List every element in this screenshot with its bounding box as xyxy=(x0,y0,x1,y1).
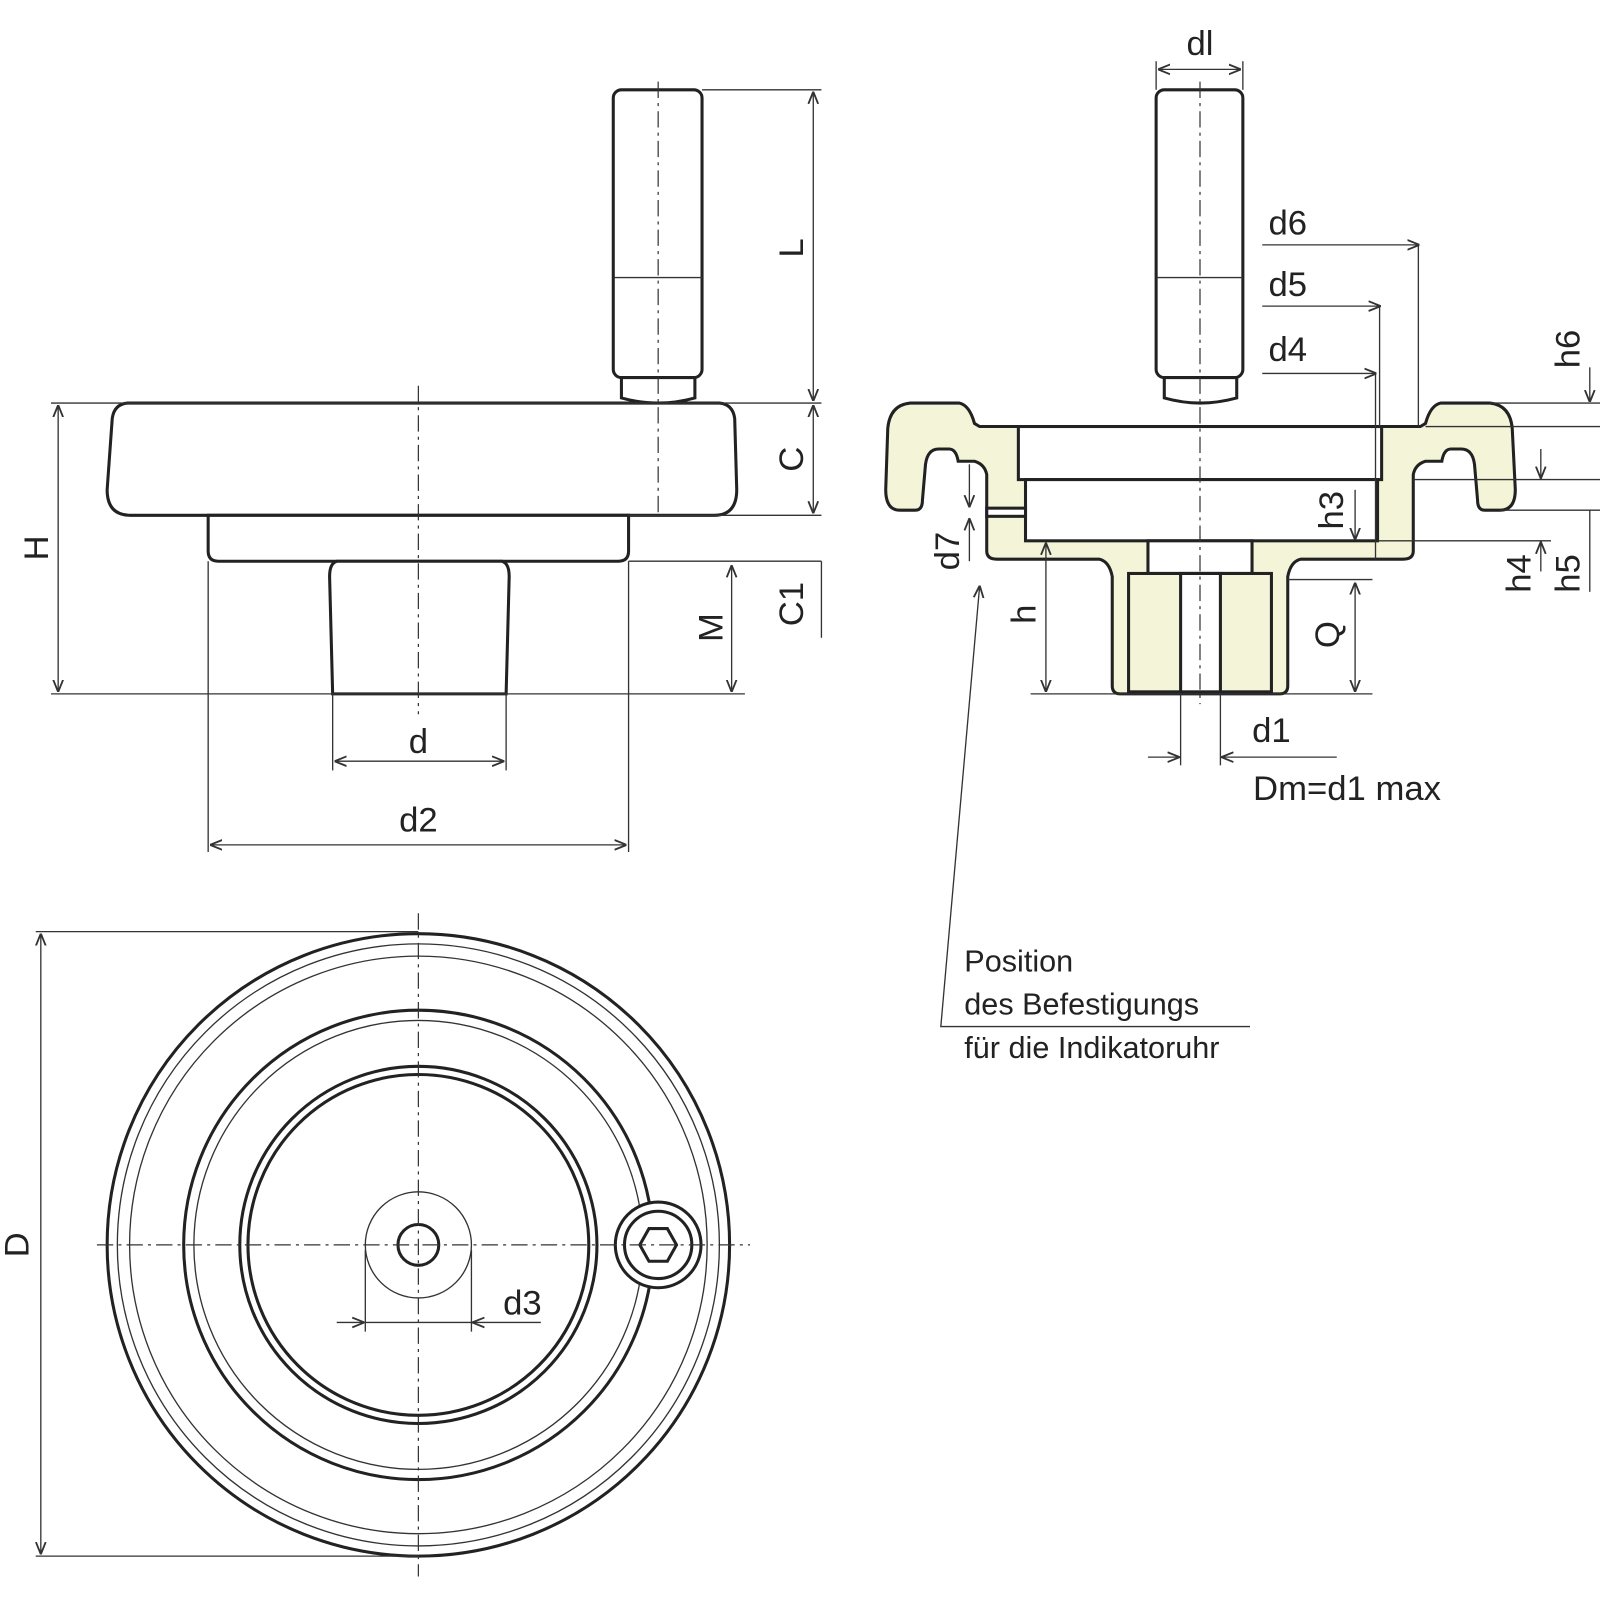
note-line-2: des Befestigungs xyxy=(964,987,1199,1021)
side-view: L C C1 M H d d2 xyxy=(18,81,823,853)
dim-label-L: L xyxy=(773,238,811,257)
dim-label-d: d xyxy=(409,723,428,761)
dim-label-d1: d1 xyxy=(1252,712,1291,750)
dim-label-d3: d3 xyxy=(503,1284,542,1322)
dim-label-h3: h3 xyxy=(1313,491,1351,530)
dim-label-M: M xyxy=(692,613,730,642)
dim-label-C: C xyxy=(773,447,811,472)
dim-label-d2: d2 xyxy=(399,802,438,840)
note-line-3: für die Indikatoruhr xyxy=(964,1031,1219,1065)
dim-label-dl: dl xyxy=(1187,25,1214,63)
dim-label-C1: C1 xyxy=(773,582,811,626)
dim-label-Q: Q xyxy=(1309,621,1347,648)
top-view: D d3 xyxy=(0,913,750,1577)
section-view: dl d6 d5 d4 h6 h3 h4 h5 d7 h Q d1 Dm=d1 … xyxy=(884,25,1600,1065)
dim-label-D: D xyxy=(0,1232,37,1257)
dim-label-H: H xyxy=(18,535,56,560)
dim-label-d6: d6 xyxy=(1268,205,1307,243)
dim-label-d5: d5 xyxy=(1268,266,1307,304)
wheel-rim xyxy=(105,401,739,517)
dim-label-h6: h6 xyxy=(1550,330,1588,369)
note-line-1: Position xyxy=(964,944,1073,978)
handle-knob xyxy=(613,1200,703,1290)
dim-label-h: h xyxy=(1006,605,1044,624)
dim-label-d7: d7 xyxy=(929,532,967,571)
dim-label-d4: d4 xyxy=(1268,331,1307,369)
dim-label-h4: h4 xyxy=(1501,554,1539,593)
dim-label-h5: h5 xyxy=(1550,554,1588,593)
shaft xyxy=(328,559,511,696)
dim-label-dm: Dm=d1 max xyxy=(1253,770,1441,808)
